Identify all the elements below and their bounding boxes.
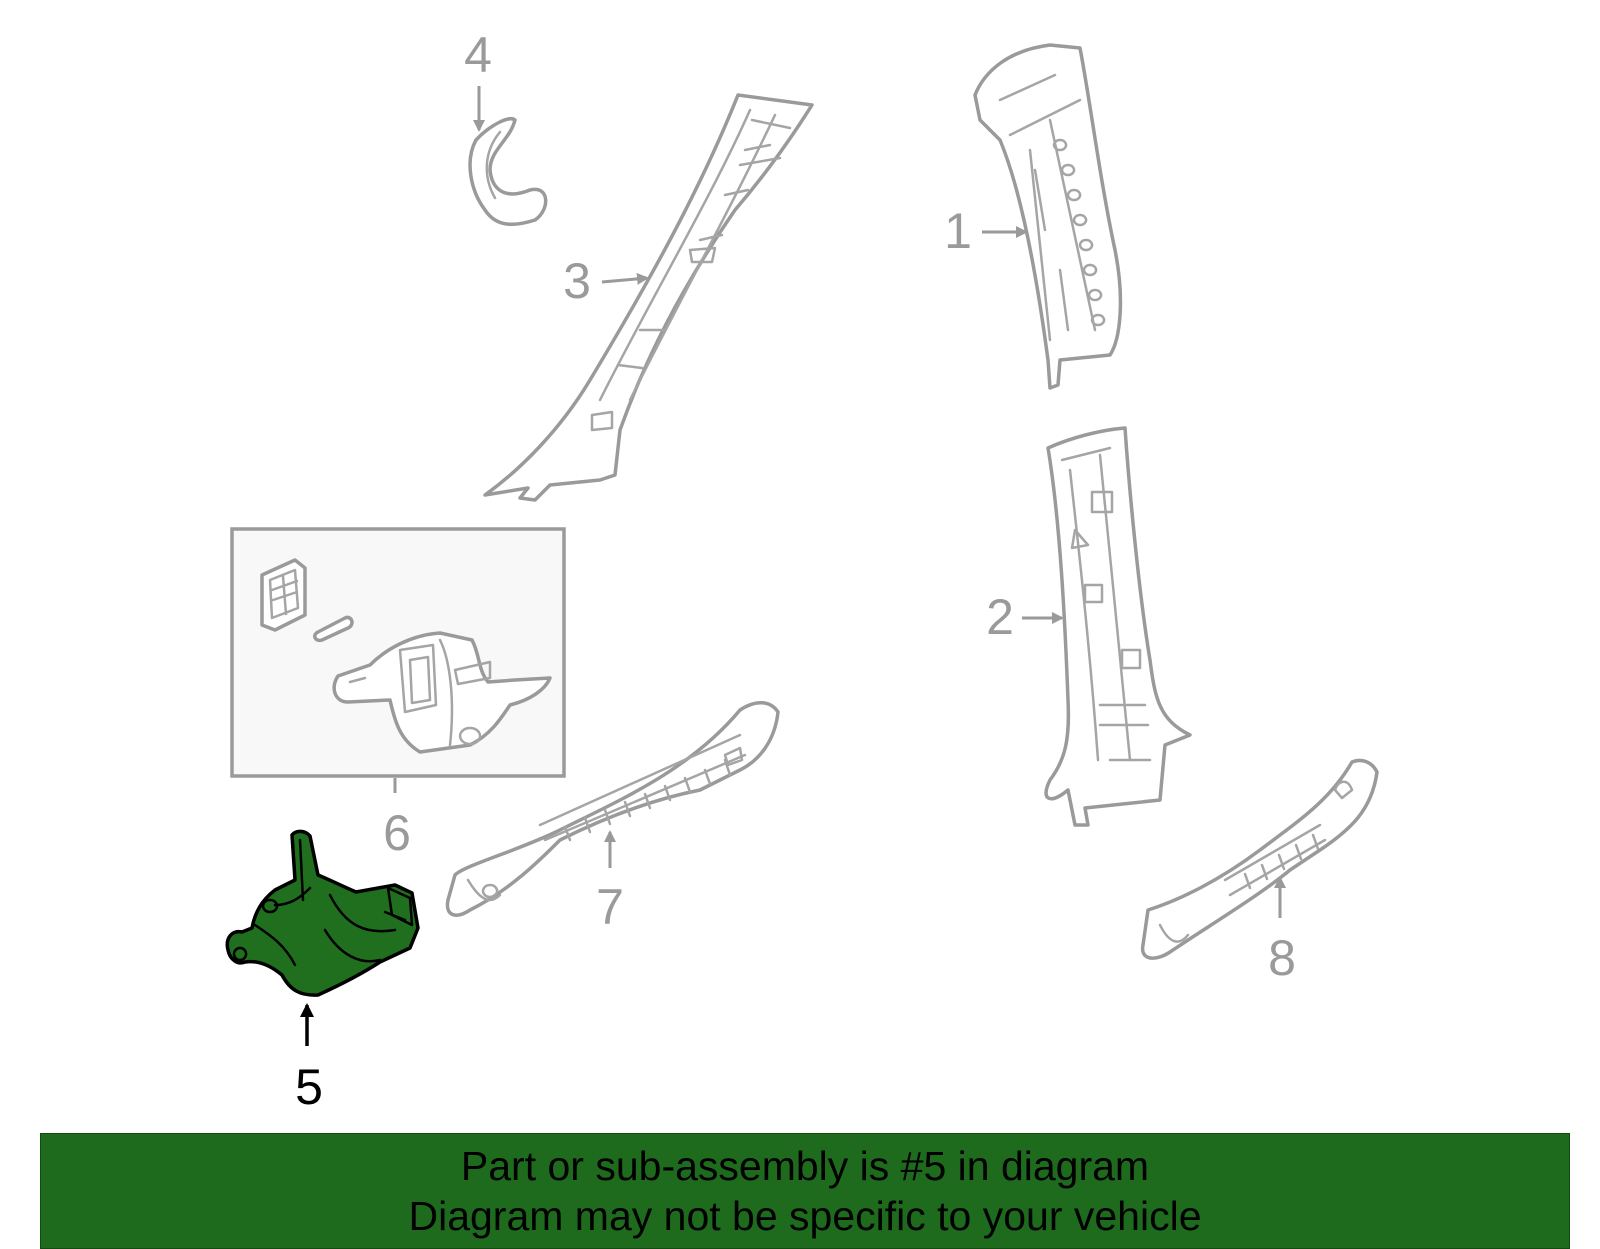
part-8-rear-sill-plate[interactable] <box>1140 758 1379 960</box>
callout-2: 2 <box>986 589 1064 645</box>
info-banner: Part or sub-assembly is #5 in diagram Di… <box>40 1133 1570 1249</box>
callout-label-5: 5 <box>295 1059 323 1115</box>
part-6-kick-panel-assembly[interactable] <box>230 527 566 778</box>
part-2-center-pillar-trim[interactable] <box>1044 426 1192 827</box>
callout-1: 1 <box>944 203 1028 259</box>
banner-line-2: Diagram may not be specific to your vehi… <box>408 1193 1202 1239</box>
part-3-windshield-pillar-trim[interactable] <box>483 93 814 502</box>
callout-5: 5 <box>295 1003 323 1115</box>
callout-label-1: 1 <box>944 203 972 259</box>
callout-4: 4 <box>464 27 492 132</box>
callout-8: 8 <box>1268 876 1296 986</box>
callout-3: 3 <box>563 253 649 309</box>
callout-label-8: 8 <box>1268 930 1296 986</box>
callout-7: 7 <box>596 830 624 935</box>
banner-line-1: Part or sub-assembly is #5 in diagram <box>460 1143 1150 1189</box>
part-4-trim-clip[interactable] <box>468 117 548 227</box>
callout-label-6: 6 <box>383 805 411 861</box>
part-7-front-sill-plate[interactable] <box>445 701 780 917</box>
callout-label-4: 4 <box>464 27 492 83</box>
part-1-pillar-trim[interactable] <box>973 43 1123 390</box>
callout-label-7: 7 <box>596 879 624 935</box>
part-5-highlighted-kick-panel[interactable] <box>225 829 420 997</box>
callout-6: 6 <box>383 778 411 861</box>
callout-label-3: 3 <box>563 253 591 309</box>
callout-label-2: 2 <box>986 589 1014 645</box>
